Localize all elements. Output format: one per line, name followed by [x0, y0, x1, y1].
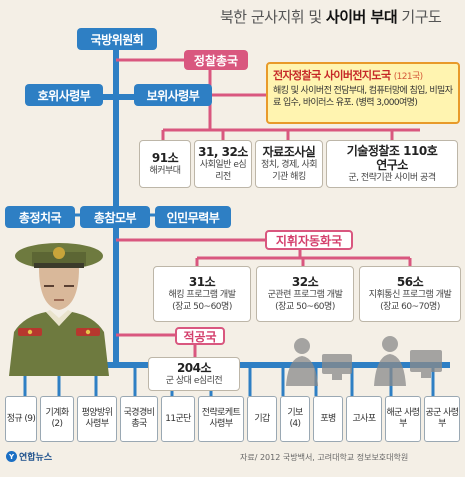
cyber-unit-desc: 해킹 및 사이버전 전담부대, 컴퓨터망에 침입, 비밀자료 입수, 바이러스 …: [273, 86, 453, 108]
auto-unit-card: 32소 군관련 프로그램 개발 (장교 50~60명): [256, 266, 354, 322]
auto-unit-card: 56소 지휘통신 프로그램 개발 (장교 60~70명): [359, 266, 461, 322]
recon-unit-card: 31, 32소 사회일반 e심리전: [194, 140, 252, 188]
bottom-unit: 해군 사령부: [385, 396, 421, 442]
node-gs: 총참모부: [80, 206, 150, 228]
bottom-unit: 11군단: [161, 396, 195, 442]
bottom-unit: 포병: [313, 396, 343, 442]
node-security: 보위사령부: [134, 84, 212, 106]
node-guard: 호위사령부: [25, 84, 103, 106]
page-title: 북한 군사지휘 및 사이버 부대 기구도: [220, 8, 442, 26]
enemy-unit-card: 204소 군 상대 e심리전: [148, 357, 240, 391]
auto-unit-card: 31소 해킹 프로그램 개발 (장교 50~60명): [153, 266, 251, 322]
node-enemy-ops: 적공국: [175, 327, 225, 345]
bottom-unit: 고사포: [346, 396, 382, 442]
bottom-unit: 전략로케트 사령부: [198, 396, 244, 442]
recon-unit-card: 91소 해커부대: [139, 140, 191, 188]
recon-unit-card: 기술정찰조 110호 연구소 군, 전략기관 사이버 공격: [326, 140, 458, 188]
node-gpb: 총정치국: [5, 206, 75, 228]
bottom-unit: 정규 (9): [5, 396, 37, 442]
bottom-unit: 공군 사령부: [424, 396, 460, 442]
node-ndc: 국방위원회: [77, 28, 157, 50]
node-recon: 정찰총국: [184, 50, 248, 70]
soldier-icon: [9, 243, 109, 376]
cyber-unit-box: 전자정찰국 사이버전지도국 (121국) 해킹 및 사이버전 전담부대, 컴퓨터…: [266, 62, 460, 124]
bottom-unit: 기계화 (2): [40, 396, 74, 442]
logo: Y 연합뉴스: [6, 450, 52, 463]
recon-unit-card: 자료조사실 정치, 경제, 사회기관 해킹: [255, 140, 323, 188]
bottom-unit: 기갑: [247, 396, 277, 442]
node-command-auto: 지휘자동화국: [265, 230, 353, 250]
bottom-unit: 국경경비 총국: [120, 396, 158, 442]
logo-icon: Y: [6, 451, 17, 462]
node-mpaf: 인민무력부: [155, 206, 231, 228]
computer-users-icon: [286, 336, 442, 386]
bottom-unit: 기보 (4): [280, 396, 310, 442]
source-note: 자료/ 2012 국방백서, 고려대학교 정보보호대학원: [240, 453, 409, 462]
bottom-unit: 평양방위 사령부: [77, 396, 117, 442]
cyber-unit-name: 전자정찰국 사이버전지도국 (121국): [273, 69, 423, 82]
